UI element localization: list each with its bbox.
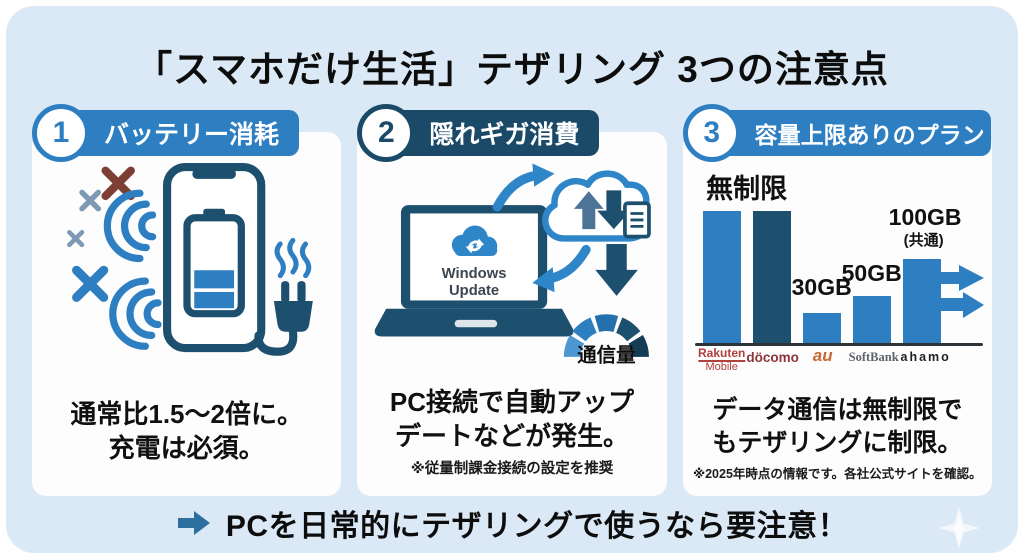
footer-text: PCを日常的にテザリングで使うなら要注意！: [225, 510, 849, 543]
ahamo-logo: ahamo: [900, 350, 951, 364]
page-title: 「スマホだけ生活」テザリング 3つの注意点: [135, 49, 889, 90]
panel-battery: 1 バッテリー消耗: [32, 104, 342, 496]
wifi-signal-icon: [103, 189, 162, 350]
panel-hidden-data-heading: 隠れギガ消費: [385, 110, 600, 156]
battery-drain-illustration: [66, 162, 313, 356]
chart-label-kyotsu: (共通): [903, 232, 944, 249]
chart-label-100gb: 100GB: [888, 204, 962, 230]
docomo-logo: döcomo: [746, 350, 799, 365]
document-icon: [623, 201, 651, 239]
windows-update-cloud-icon: [451, 225, 498, 257]
sparkle-icon: [938, 507, 980, 549]
windows-update-label-line1: Windows: [442, 266, 507, 282]
footer-banner: PCを日常的にテザリングで使うなら要注意！: [6, 496, 1018, 550]
curved-arrow-up-icon: [492, 163, 555, 212]
panel-hidden-data-body: Windows Update: [357, 132, 667, 496]
panel-capped-plans-body: 無制限 30GB 50GB 100GB (共通): [682, 132, 992, 496]
curved-arrow-down-icon: [532, 244, 591, 293]
chart-label-unlimited: 無制限: [706, 174, 788, 204]
panel-battery-text: 通常比1.5〜2倍に。 充電は必須。: [70, 399, 303, 463]
power-plug-icon: [254, 281, 313, 356]
number-badge-3: 3: [682, 104, 741, 162]
heat-steam-icon: [274, 237, 311, 279]
panel-hidden-data: 2 隠れギガ消費: [357, 104, 667, 496]
tethering-limit-chart: 無制限 30GB 50GB 100GB (共通): [693, 156, 985, 380]
download-arrow-icon: [597, 190, 631, 230]
x-mark-icon: [66, 166, 135, 302]
upload-arrow-icon: [573, 191, 604, 230]
carrier-logos: Rakuten Mobile döcomo au SoftBank ahamo: [693, 347, 985, 380]
battery-icon: [183, 208, 245, 318]
hidden-data-illustration: Windows Update: [374, 163, 651, 367]
right-arrows-icon: [924, 265, 984, 318]
panels-row: 1 バッテリー消耗: [6, 104, 1018, 496]
panel-capped-plans-text: データ通信は無制限で もテザリングに制限。: [712, 396, 963, 457]
windows-update-label-line2: Update: [449, 283, 499, 299]
panel-hidden-data-header: 2 隠れギガ消費: [357, 104, 600, 162]
panel-hidden-data-note: ※従量制課金接続の設定を推奨: [410, 461, 614, 478]
panel-capped-plans-note: ※2025年時点の情報です。各社公式サイトを確認。: [692, 467, 982, 481]
infographic-card: 「スマホだけ生活」テザリング 3つの注意点 1 バッテリー消耗: [6, 6, 1018, 553]
chart-label-30gb: 30GB: [791, 274, 852, 300]
footer-arrow-icon: [177, 511, 210, 535]
bar-docomo: [752, 211, 791, 343]
panel-capped-plans: 3 容量上限ありのプラン 無制限 30GB 50GB 100GB (共通): [682, 104, 992, 496]
data-usage-gauge-icon: [563, 314, 649, 357]
gauge-label: 通信量: [577, 344, 635, 367]
panel-battery-heading: バッテリー消耗: [60, 110, 300, 156]
bar-au: [802, 313, 841, 343]
panel-capped-plans-header: 3 容量上限ありのプラン: [682, 104, 991, 162]
down-arrow-icon: [595, 243, 638, 296]
number-badge-1: 1: [32, 104, 90, 162]
chart-baseline: [694, 343, 983, 346]
laptop-icon: [374, 205, 574, 337]
softbank-logo: SoftBank: [848, 350, 899, 364]
rakuten-mobile-logo: Rakuten Mobile: [697, 346, 746, 373]
bar-rakuten: [702, 211, 741, 343]
number-badge-2: 2: [357, 104, 416, 162]
panel-battery-header: 1 バッテリー消耗: [32, 104, 300, 162]
panel-battery-body: 通常比1.5〜2倍に。 充電は必須。: [32, 132, 342, 496]
chart-label-50gb: 50GB: [841, 260, 902, 286]
panel-capped-plans-heading: 容量上限ありのプラン: [710, 110, 991, 156]
panel-hidden-data-text: PC接続で自動アップ デートなどが発生。: [389, 386, 635, 451]
au-logo: au: [812, 346, 833, 365]
cloud-transfer-icon: [542, 170, 651, 242]
bar-softbank: [852, 296, 891, 343]
